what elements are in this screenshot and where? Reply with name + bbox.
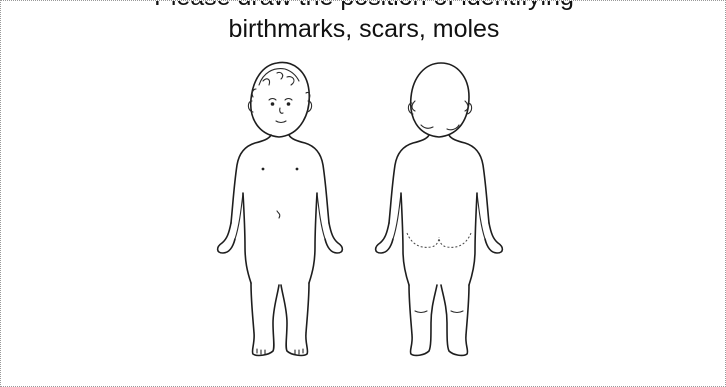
child-front-icon	[218, 63, 343, 356]
child-back-icon	[376, 63, 503, 355]
